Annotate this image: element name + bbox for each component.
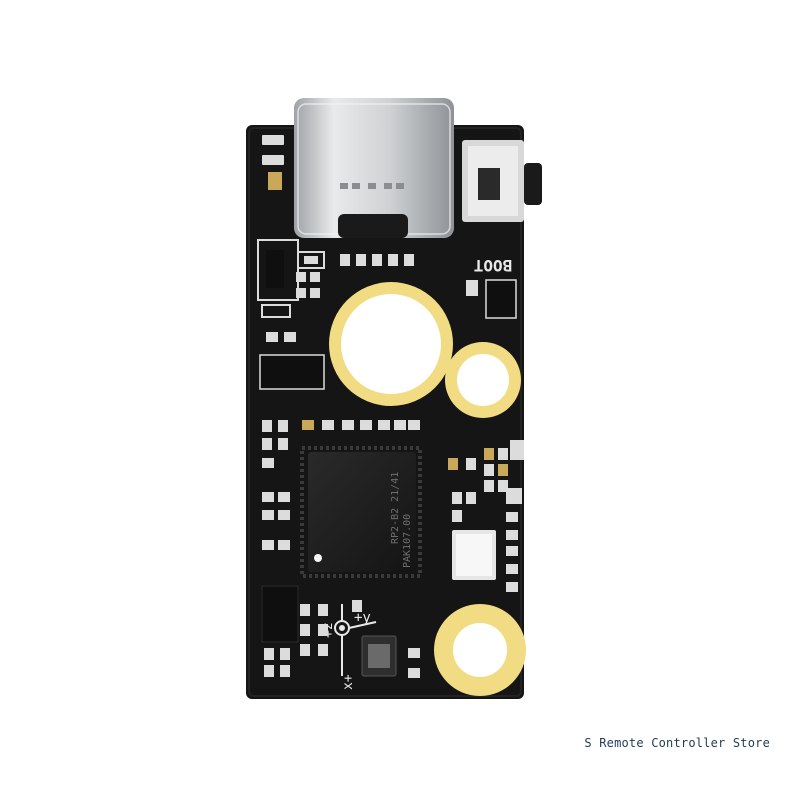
imu-sensor xyxy=(361,635,397,677)
crystal-oscillator xyxy=(452,530,496,580)
rp2040-chip xyxy=(300,446,422,578)
chip-marking-line-2: PAK107.00 xyxy=(402,514,413,568)
store-watermark: S Remote Controller Store xyxy=(584,736,770,750)
mounting-hole-small xyxy=(445,342,521,418)
axis-label-y: +y xyxy=(354,610,371,626)
usb-c-connector xyxy=(294,98,454,238)
smd-components-left xyxy=(257,135,325,677)
axis-label-x: x+ xyxy=(341,674,356,690)
boot-button xyxy=(462,140,542,222)
mounting-hole-bottom xyxy=(434,604,526,696)
smd-components-top xyxy=(297,251,517,319)
smd-row-above-chip xyxy=(302,420,420,430)
smd-components-bottom xyxy=(300,600,420,678)
chip-marking-line-1: RP2-B2 21/41 xyxy=(390,472,401,544)
boot-label: BOOT xyxy=(474,256,513,275)
mounting-hole-large xyxy=(329,282,453,406)
smd-components-right xyxy=(448,440,524,592)
axis-marking-icon xyxy=(334,604,377,676)
